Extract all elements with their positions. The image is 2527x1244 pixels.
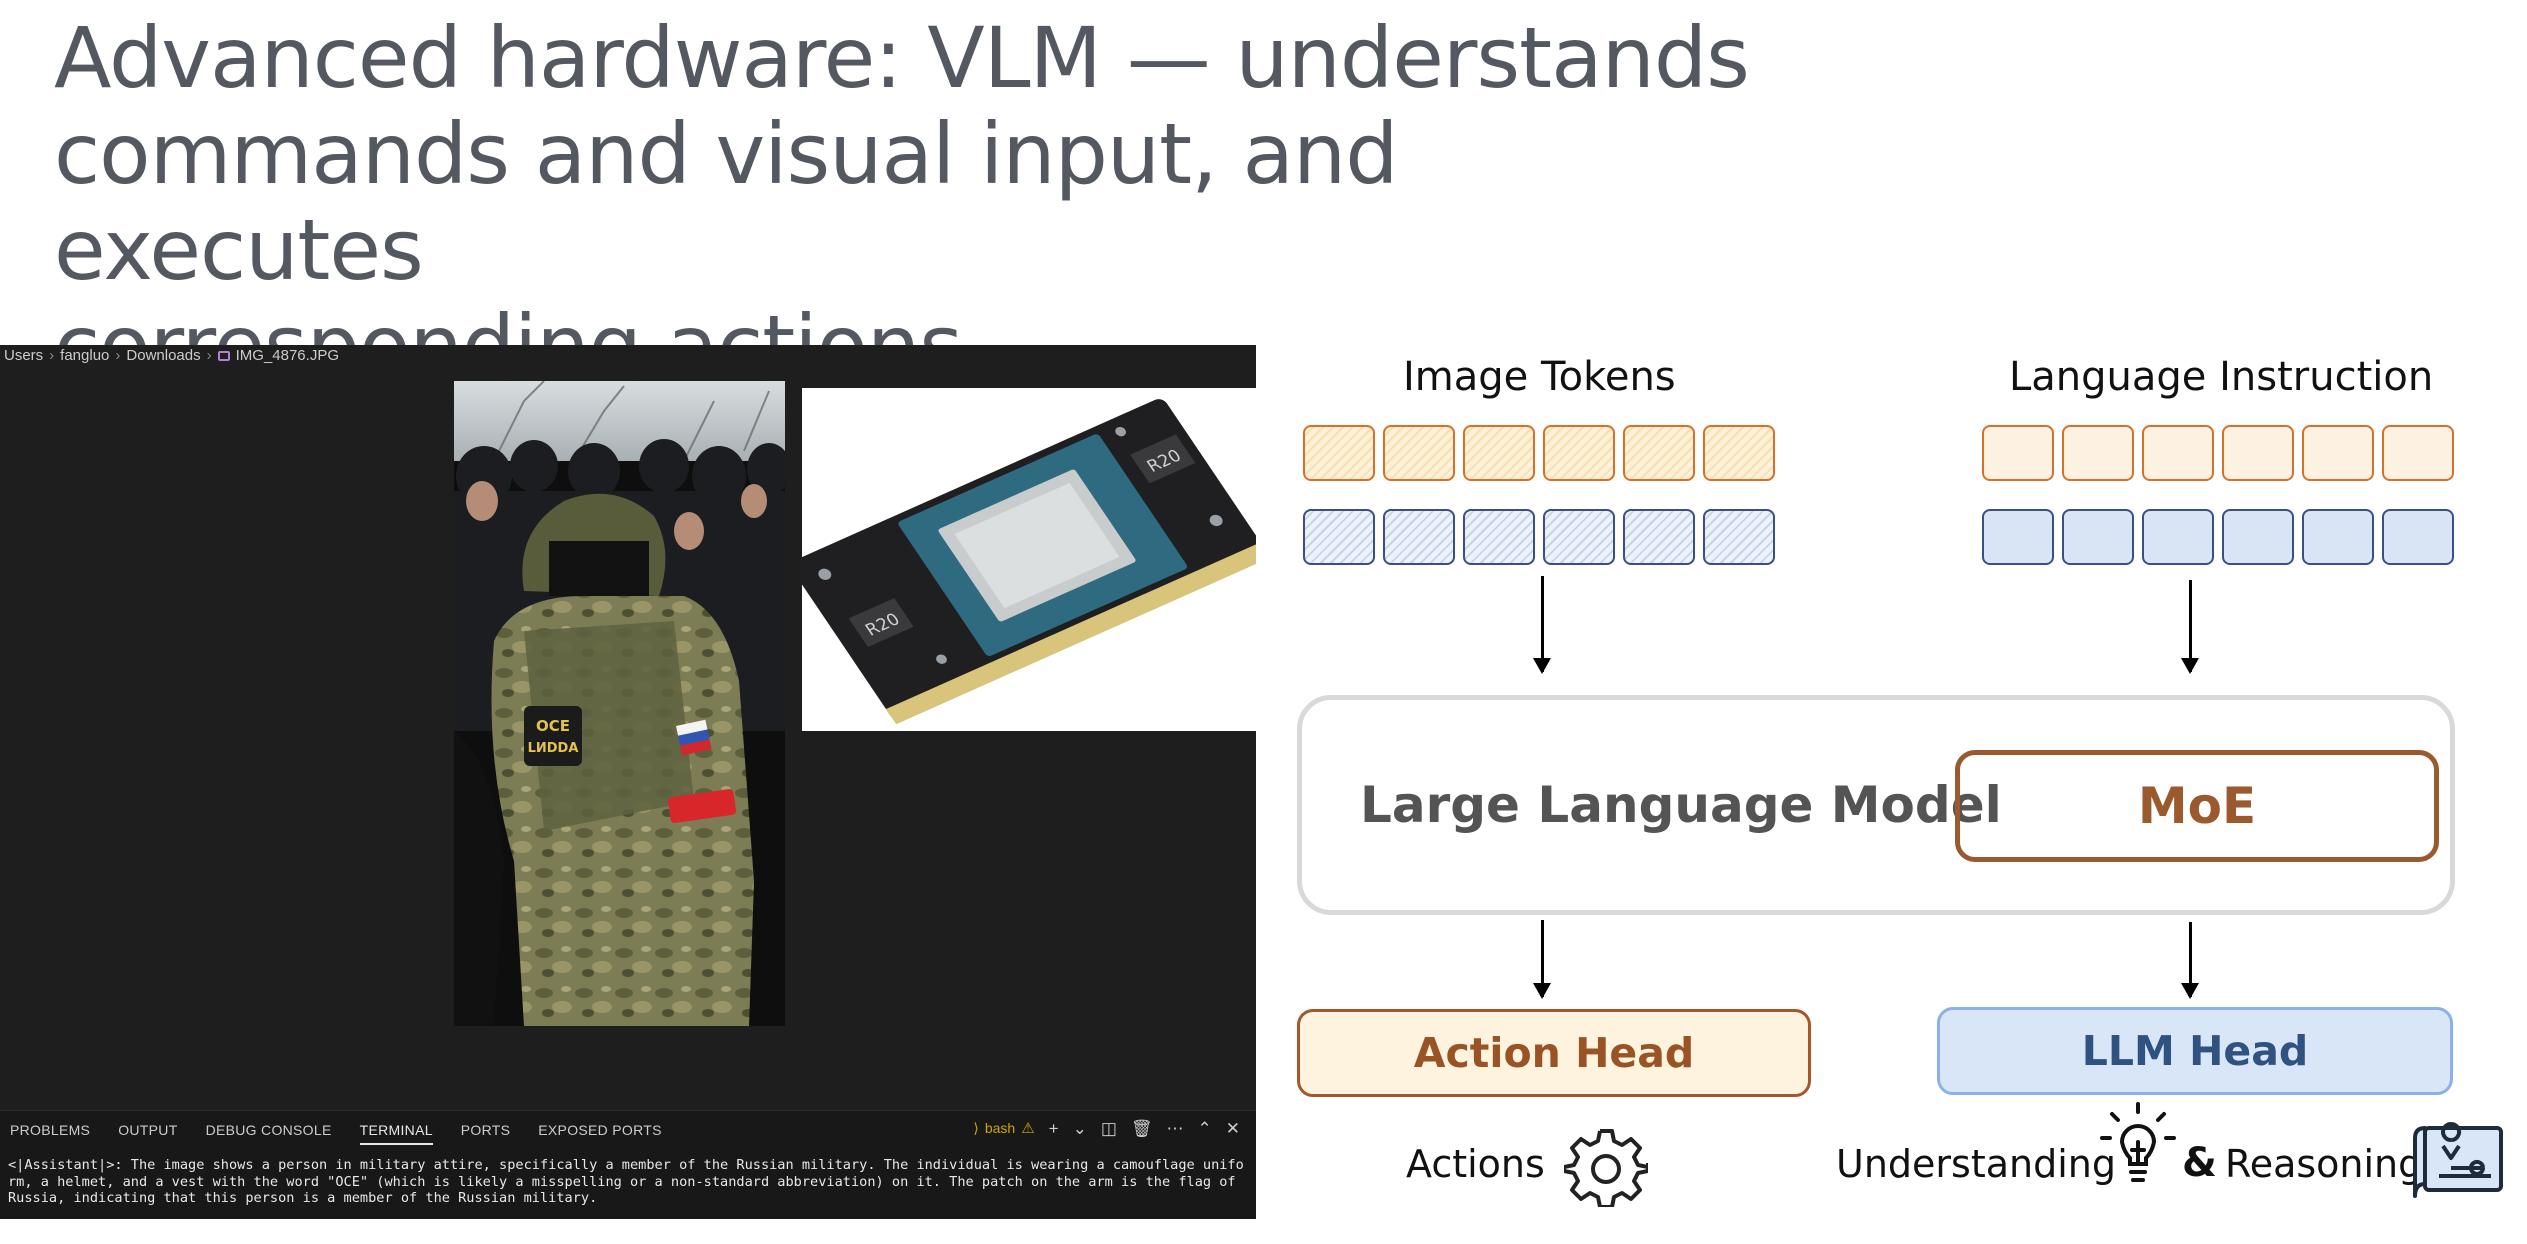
reasoning-label: Reasoning [2225,1142,2423,1186]
title-line-2: commands and visual input, and executes [54,105,1399,299]
image-token [1623,425,1695,481]
lightbulb-icon [2098,1100,2178,1190]
new-terminal-icon[interactable]: + [1048,1118,1059,1138]
llm-block [1297,695,2455,915]
gear-icon [1562,1123,1650,1211]
chevron-right-icon: › [206,347,212,364]
soldier-photo: OCE LИDDA [454,381,785,1026]
breadcrumb-downloads[interactable]: Downloads [126,347,201,364]
chevron-right-icon: › [49,347,55,364]
svg-text:LИDDA: LИDDA [528,741,579,756]
vlm-architecture-diagram: Image Tokens Language Instruction Large … [1256,330,2527,1244]
map-icon [2413,1122,2507,1204]
language-token [1982,425,2054,481]
image-tokens-label: Image Tokens [1403,354,1676,400]
language-token [2382,425,2454,481]
language-token [2382,509,2454,565]
chevron-down-icon[interactable]: ⌄ [1072,1118,1087,1138]
terminal-shell-selector[interactable]: ⟩ bash ⚠ [973,1119,1035,1138]
language-token [1982,509,2054,565]
warning-icon: ⚠ [1021,1120,1035,1137]
language-token [2302,425,2374,481]
image-token [1463,425,1535,481]
arrow-language-to-llm [2181,580,2199,674]
image-token [1623,509,1695,565]
ampersand: & [2182,1140,2217,1186]
tab-exposed-ports[interactable]: EXPOSED PORTS [538,1122,662,1138]
image-token [1383,425,1455,481]
breadcrumb-fangluo[interactable]: fangluo [60,347,110,364]
image-token [1303,509,1375,565]
close-icon[interactable]: ✕ [1225,1118,1240,1138]
image-token [1703,509,1775,565]
terminal-output[interactable]: <|Assistant|>: The image shows a person … [8,1157,1244,1206]
image-token [1463,509,1535,565]
understanding-label: Understanding [1836,1142,2116,1186]
llm-head: LLM Head [1937,1007,2453,1095]
breadcrumb-users[interactable]: Users [4,347,44,364]
svg-text:OCE: OCE [536,717,570,735]
terminal-icon: ⟩ [973,1119,979,1136]
chevron-right-icon: › [115,347,121,364]
panel-actions: ⟩ bash ⚠ + ⌄ ◫ 🗑 ⋯ ⌃ ✕ [973,1118,1240,1138]
image-token-row-orange [1303,425,1775,481]
tab-debug-console[interactable]: DEBUG CONSOLE [205,1122,332,1138]
breadcrumb-file[interactable]: IMG_4876.JPG [235,347,339,364]
language-token [2222,509,2294,565]
language-token-row-blue [1982,509,2454,565]
terminal-panel: PROBLEMS OUTPUT DEBUG CONSOLE TERMINAL P… [0,1110,1256,1219]
language-token [2142,509,2214,565]
shell-label: bash [984,1120,1016,1136]
maximize-panel-icon[interactable]: ⌃ [1197,1118,1212,1138]
language-token [2062,425,2134,481]
trash-icon[interactable]: 🗑 [1130,1118,1153,1138]
more-actions-icon[interactable]: ⋯ [1166,1118,1184,1138]
breadcrumb: Users › fangluo › Downloads › IMG_4876.JPG [4,345,339,367]
arrow-llm-to-llm-head [2181,922,2199,999]
arrow-image-to-llm [1533,576,1551,674]
image-token [1383,509,1455,565]
tab-terminal[interactable]: TERMINAL [359,1117,433,1145]
actions-label: Actions [1406,1142,1545,1186]
arrow-llm-to-action-head [1533,920,1551,999]
moe-block: MoE [1955,750,2439,862]
llm-label: Large Language Model [1360,776,2002,834]
language-token [2062,509,2134,565]
language-instruction-label: Language Instruction [2009,354,2434,400]
action-head: Action Head [1297,1009,1811,1097]
split-terminal-icon[interactable]: ◫ [1100,1118,1117,1138]
image-file-icon [217,351,230,361]
compute-module-photo: R20 R20 [802,388,1256,731]
vscode-window: Users › fangluo › Downloads › IMG_4876.JPG [0,345,1256,1219]
panel-tabs: PROBLEMS OUTPUT DEBUG CONSOLE TERMINAL P… [10,1117,690,1145]
image-token [1543,509,1615,565]
image-token [1703,425,1775,481]
image-token [1303,425,1375,481]
tab-output[interactable]: OUTPUT [118,1122,178,1138]
tab-problems[interactable]: PROBLEMS [10,1122,91,1138]
image-token-row-blue [1303,509,1775,565]
language-token [2142,425,2214,481]
title-line-1: Advanced hardware: VLM — understands [54,9,1750,107]
language-token [2222,425,2294,481]
tab-ports[interactable]: PORTS [460,1122,511,1138]
language-token [2302,509,2374,565]
language-token-row-orange [1982,425,2454,481]
image-token [1543,425,1615,481]
